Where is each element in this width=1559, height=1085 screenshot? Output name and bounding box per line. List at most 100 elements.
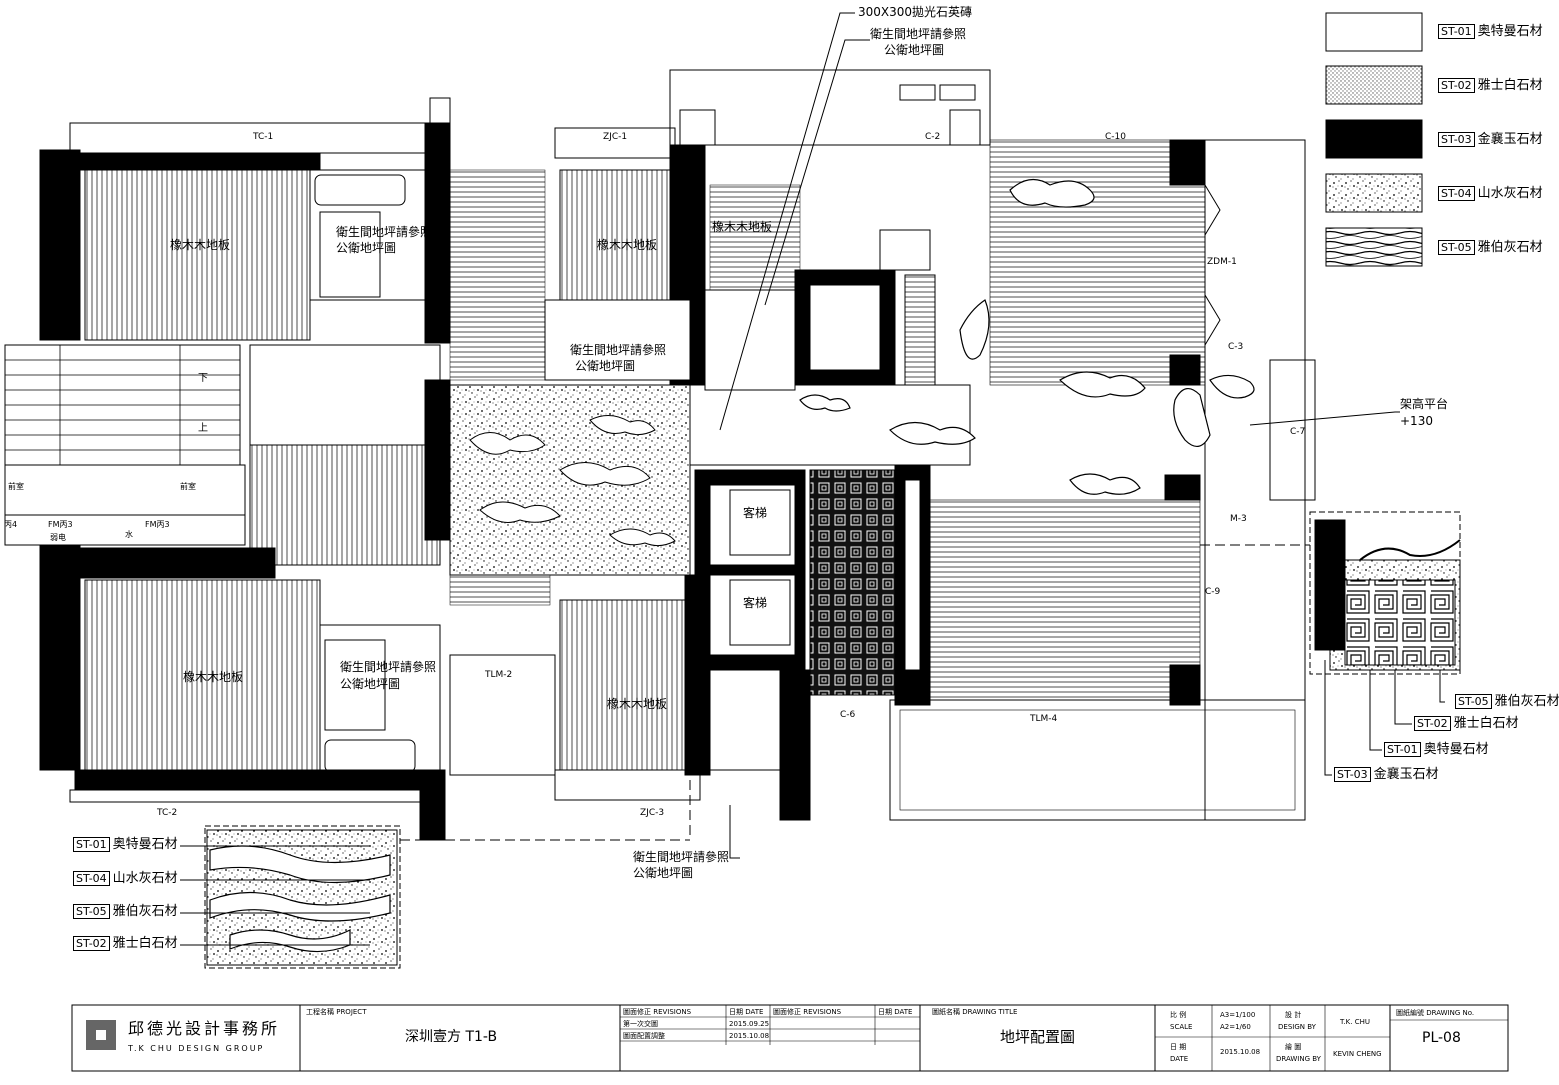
detail-name: 金襄玉石材 xyxy=(1373,767,1439,782)
revisions-label: 圖面修正 REVISIONS xyxy=(773,1008,842,1016)
legend-label: 金襄玉石材 xyxy=(1477,132,1543,147)
legend-code: ST-04 xyxy=(1438,186,1475,201)
tag-label: ZJC-3 xyxy=(640,808,665,818)
detail-name: 雅伯灰石材 xyxy=(112,904,178,919)
bath-note: 衛生間地坪請參照 xyxy=(570,343,667,357)
legend-label: 雅士白石材 xyxy=(1477,78,1543,93)
detail-code: ST-05 xyxy=(1455,694,1492,709)
water-label: 水 xyxy=(125,530,133,539)
bath-callout: 公衛地坪圖 xyxy=(633,866,694,880)
drafter: KEVIN CHENG xyxy=(1333,1050,1382,1058)
legend-code: ST-03 xyxy=(1438,132,1475,147)
bath-note: 公衛地坪圖 xyxy=(575,359,636,373)
tag-label: C-7 xyxy=(1290,427,1306,437)
fm-label: FM丙3 xyxy=(48,520,73,529)
leader-lines xyxy=(719,12,1400,859)
legend-label: 山水灰石材 xyxy=(1477,186,1543,201)
room-label-floor: 橡木木地板 xyxy=(597,238,658,252)
detail-name: 山水灰石材 xyxy=(112,871,178,886)
tag-label: ZJC-1 xyxy=(603,132,628,142)
legend-code: ST-05 xyxy=(1438,240,1475,255)
room-label-floor: 橡木木地板 xyxy=(607,697,668,711)
detail-code: ST-02 xyxy=(1414,716,1451,731)
tag-label: TC-2 xyxy=(157,808,178,818)
revisions-label: 圖面修正 REVISIONS xyxy=(623,1008,692,1016)
fm-sub-label: 弱电 xyxy=(50,533,66,542)
lift-label: 客梯 xyxy=(743,596,768,610)
designer: T.K. CHU xyxy=(1340,1018,1370,1026)
side-label: 丙4 xyxy=(4,520,18,529)
tag-label: M-3 xyxy=(1230,514,1247,524)
fm-label: FM丙3 xyxy=(145,520,170,529)
date-cn-label: 日 期 xyxy=(1170,1043,1187,1051)
scale-a2: A2=1/60 xyxy=(1220,1023,1251,1031)
company-name: 邱德光設計事務所 xyxy=(128,1019,281,1038)
scale-label: 比 例 xyxy=(1170,1011,1187,1019)
drawing-number-label: 圖紙編號 DRAWING No. xyxy=(1396,1009,1475,1017)
detail-code: ST-01 xyxy=(73,837,110,852)
date-value: 2015.10.08 xyxy=(1220,1048,1261,1056)
detail-name: 奥特曼石材 xyxy=(112,837,178,852)
drawing-number: PL-08 xyxy=(1422,1030,1461,1046)
detail-code: ST-01 xyxy=(1384,742,1421,757)
living-area xyxy=(799,139,1316,821)
detail-code: ST-03 xyxy=(1334,767,1371,782)
tag-label: TLM-2 xyxy=(485,670,513,680)
center-stone-area xyxy=(449,384,971,576)
middle-unit xyxy=(449,69,991,391)
detail-left xyxy=(180,465,691,969)
title-block-grid xyxy=(71,1004,1509,1072)
date-en-label: DATE xyxy=(1170,1055,1189,1063)
drawing-by-label: 繪 圖 xyxy=(1285,1043,1302,1051)
tag-label: ZDM-1 xyxy=(1207,257,1237,267)
detail-name: 奥特曼石材 xyxy=(1423,742,1489,757)
bath-note: 公衛地坪圖 xyxy=(336,241,397,255)
left-wing xyxy=(4,97,451,841)
design-label: 設 計 xyxy=(1285,1011,1302,1019)
platform-level: +130 xyxy=(1400,414,1433,428)
room-label-floor: 橡木木地板 xyxy=(183,670,244,684)
tag-label: TLM-4 xyxy=(1030,714,1058,724)
drawing-by-label-en: DRAWING BY xyxy=(1276,1055,1321,1063)
legend-label: 奥特曼石材 xyxy=(1477,24,1543,39)
bath-callout: 衛生間地坪請參照 xyxy=(633,850,730,864)
tag-label: TC-1 xyxy=(253,132,274,142)
room-label-floor: 橡木木地板 xyxy=(170,238,231,252)
legend-code: ST-01 xyxy=(1438,24,1475,39)
company-name-en: T.K CHU DESIGN GROUP xyxy=(128,1044,265,1053)
stair-down-label: 下 xyxy=(198,373,208,384)
detail-name: 雅士白石材 xyxy=(1453,716,1519,731)
project-label: 工程名稱 PROJECT xyxy=(306,1008,367,1016)
front-room-label: 前室 xyxy=(8,482,24,491)
bath-note: 衛生間地坪請參照 xyxy=(336,225,433,239)
tag-label: C-2 xyxy=(925,132,941,142)
project-name: 深圳壹方 T1-B xyxy=(405,1029,498,1045)
detail-code: ST-04 xyxy=(73,871,110,886)
detail-code: ST-02 xyxy=(73,936,110,951)
drawing-title: 地坪配置圖 xyxy=(1000,1028,1076,1046)
room-label-floor: 橡木木地板 xyxy=(712,220,773,234)
front-room-label: 前室 xyxy=(180,482,196,491)
tile-callout: 300X300拋光石英磚 xyxy=(858,5,973,19)
drawing-title-label: 圖紙名稱 DRAWING TITLE xyxy=(932,1008,1018,1016)
tag-label: C-6 xyxy=(840,710,856,720)
bath-note: 衛生間地坪請參照 xyxy=(340,660,437,674)
revision-2-date: 2015.10.08 xyxy=(729,1032,770,1040)
platform-callout: 架高平台 xyxy=(1400,397,1449,411)
revision-1-date: 2015.09.25 xyxy=(729,1020,770,1028)
tag-label: C-9 xyxy=(1205,587,1221,597)
legend-swatches xyxy=(1325,12,1423,267)
lift-label: 客梯 xyxy=(743,506,768,520)
tag-label: C-3 xyxy=(1228,342,1244,352)
lower-core xyxy=(449,464,931,821)
revision-1: 第一次交圖 xyxy=(623,1020,658,1028)
detail-right xyxy=(1200,511,1461,776)
legend-label: 雅伯灰石材 xyxy=(1477,240,1543,255)
